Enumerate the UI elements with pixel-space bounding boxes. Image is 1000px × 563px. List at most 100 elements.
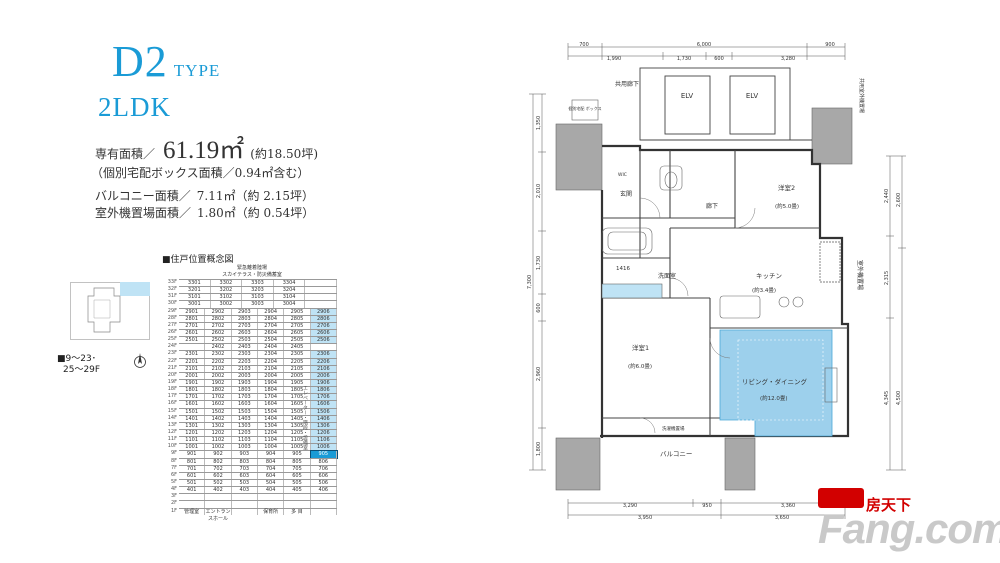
stack-cell [284,501,311,508]
stack-cell: 1601 [179,401,206,408]
stack-cell: 1306 [310,422,337,429]
stack-cell: 2405 [284,344,311,351]
stack-cell: 2502 [205,337,232,344]
dim-bottom-2-b: 3,650 [775,515,789,521]
exclusive-area-value: 61.19㎡ [163,137,245,164]
stack-cell: 1506 [310,408,337,415]
stack-cell: 2805 [284,315,311,322]
stack-cell: 1806 [310,387,337,394]
stack-floor-label: 11F [167,436,177,443]
dim-right-b: 2,315 [884,271,890,285]
stack-floor-label: 15F [167,407,177,414]
living-dining-size: (約12.0畳) [760,394,788,402]
stack-cell: 2003 [232,372,258,379]
stack-cell [179,501,206,508]
dim-top-1-a: 700 [579,42,589,48]
stack-cell: 2206 [310,358,337,365]
stack-cell: 2606 [310,329,337,337]
bedroom1-label: 洋室1 [632,343,649,352]
outdoor-top-label: 共用室外機置場 [858,78,865,113]
stack-cell [258,494,285,501]
stack-cells [179,493,337,501]
dim-right-2-b: 4,500 [896,391,902,405]
stack-cell: 2301 [179,351,206,358]
stack-cell: 1504 [258,408,285,415]
stack-cell: 405 [284,487,311,494]
stack-cell [305,294,337,301]
stack-cell: 701 [179,465,206,472]
stack-cell: 1304 [258,422,285,429]
elevator-note: エレベーター・階段・設備室 [302,385,308,450]
stack-cell: 1001 [179,444,206,451]
stack-floor-label: 13F [167,421,177,428]
watermark-en: Fang.com [818,505,1000,552]
stack-cell: 2604 [258,329,285,337]
fixtures [601,165,838,403]
stack-cell: 1101 [179,437,206,444]
stack-cell: 2806 [310,315,337,322]
stack-cell: 705 [284,465,311,472]
stack-cell: 704 [258,465,285,472]
stack-cell: 多 目 [284,508,311,515]
stack-cell: 2701 [179,322,206,329]
stack-cell: 1002 [205,444,232,451]
stack-cell: 703 [232,465,258,472]
outdoor-unit-label: 室外機置場 [856,260,864,290]
stack-cell: 1605 [284,401,311,408]
stack-cell: 904 [258,451,285,458]
stack-floor-label: 27F [167,321,177,328]
stack-cell: 603 [232,472,258,479]
dim-left-a: 1,350 [536,116,542,130]
outdoor-unit-box [819,241,841,283]
stack-cell: 2605 [284,329,311,337]
stack-cell: 506 [311,479,337,487]
stack-cell: 2903 [232,308,258,315]
elevator-1-label: ELV [681,92,694,100]
floor-plan: 700 6,000 900 1,990 1,730 600 3,280 1,35… [527,42,906,521]
stack-cell: 2006 [310,372,337,379]
stack-cell: 3002 [211,301,243,308]
structural-columns [555,107,853,491]
stack-cell: 2905 [284,308,311,315]
stack-cell: 1606 [310,401,337,408]
balcony-area-label: バルコニー面積／ [95,189,191,203]
stack-cell: 503 [232,479,258,487]
stack-cell: 1202 [205,429,232,437]
dim-right-c: 4,345 [884,391,890,405]
stack-cell: 803 [232,458,258,465]
stack-cell: 1406 [310,415,337,422]
stack-cell: 3202 [211,287,243,294]
stack-cell: 602 [205,472,232,479]
key-plan-floors-line1: ■9～23･ [57,354,97,364]
stack-cell: 2505 [284,337,311,344]
stack-floor-label: 33F [167,279,177,285]
stack-cell: 1203 [232,429,258,437]
stack-cell: 1404 [258,415,285,422]
stack-cell: 2106 [310,365,337,372]
stack-cell: 1005 [284,444,311,451]
stack-floor-label: 12F [167,428,177,435]
stack-cell: 1803 [232,387,258,394]
bottom-dimensions [567,499,846,519]
dim-left-total: 7,300 [527,275,533,289]
stack-cell: 404 [258,487,285,494]
stack-floor-label: 28F [167,314,177,321]
living-dining-label: リビング・ダイニング [742,377,808,386]
